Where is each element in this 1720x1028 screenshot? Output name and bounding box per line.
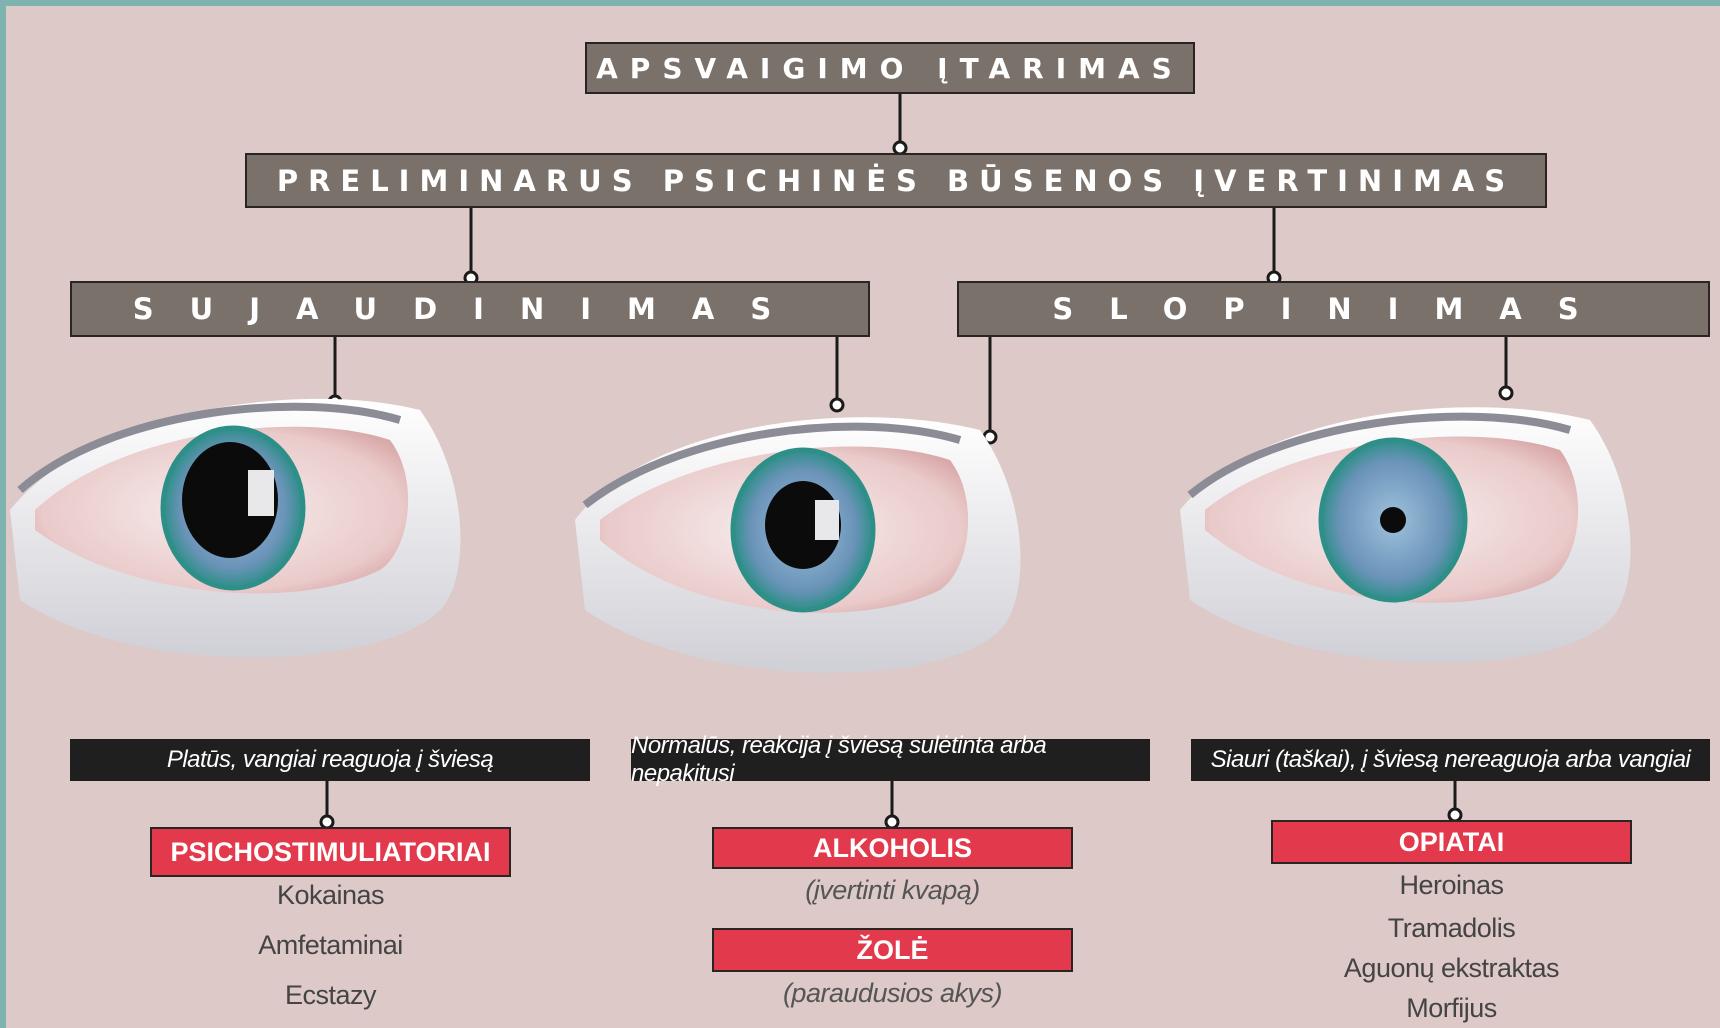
pupil-desc-normal-text: Normalūs, reakcija į šviesą sulėtinta ar…: [631, 732, 1047, 787]
category-cannabis: ŽOLĖ: [712, 928, 1073, 972]
title-text: APSVAIGIMO ĮTARIMAS: [596, 51, 1184, 85]
drug-item: Tramadolis: [1387, 913, 1516, 943]
pupil-desc-normal: Normalūs, reakcija į šviesą sulėtinta ar…: [631, 732, 1150, 787]
eye-illustrations: [10, 398, 1631, 673]
eye-dilated: [10, 398, 461, 658]
assessment-text: PRELIMINARUS PSICHINĖS BŪSENOS ĮVERTINIM…: [276, 163, 1516, 198]
branch-depression-box: SLOPINIMAS: [957, 281, 1710, 337]
category-opiates-text: OPIATAI: [1398, 826, 1505, 857]
assessment-box: PRELIMINARUS PSICHINĖS BŪSENOS ĮVERTINIM…: [245, 153, 1547, 208]
pupil-desc-constricted-text: Siauri (taškai), į šviesą nereaguoja arb…: [1210, 746, 1691, 773]
drug-item: Kokainas: [276, 880, 385, 910]
alcohol-note: (įvertinti kvapą): [805, 875, 980, 905]
drug-item: Aguonų ekstraktas: [1343, 953, 1560, 983]
eye-constricted: [1180, 407, 1631, 663]
pupil-desc-constricted: Siauri (taškai), į šviesą nereaguoja arb…: [1191, 739, 1710, 781]
title-box: APSVAIGIMO ĮTARIMAS: [585, 42, 1195, 94]
cannabis-note: (paraudusios akys): [782, 978, 1003, 1008]
pupil-desc-dilated-text: Platūs, vangiai reaguoja į šviesą: [166, 746, 494, 773]
drug-item: Heroinas: [1399, 870, 1504, 900]
pupil-desc-dilated: Platūs, vangiai reaguoja į šviesą: [70, 739, 590, 781]
branch-excitement-text: SUJAUDINIMAS: [132, 292, 808, 326]
category-alcohol: ALKOHOLIS: [712, 827, 1073, 869]
category-opiates: OPIATAI: [1271, 820, 1632, 864]
category-psychostimulants-text: PSICHOSTIMULIATORIAI: [170, 836, 491, 867]
branch-depression-text: SLOPINIMAS: [1052, 292, 1615, 326]
drug-item: Morfijus: [1406, 993, 1497, 1023]
drug-item: Ecstazy: [284, 980, 377, 1010]
category-psychostimulants: PSICHOSTIMULIATORIAI: [150, 827, 511, 877]
category-alcohol-text: ALKOHOLIS: [813, 832, 972, 863]
drug-item: Amfetaminai: [258, 930, 403, 960]
branch-excitement-box: SUJAUDINIMAS: [70, 281, 870, 337]
category-cannabis-text: ŽOLĖ: [856, 934, 929, 965]
eye-normal: [575, 417, 1021, 673]
